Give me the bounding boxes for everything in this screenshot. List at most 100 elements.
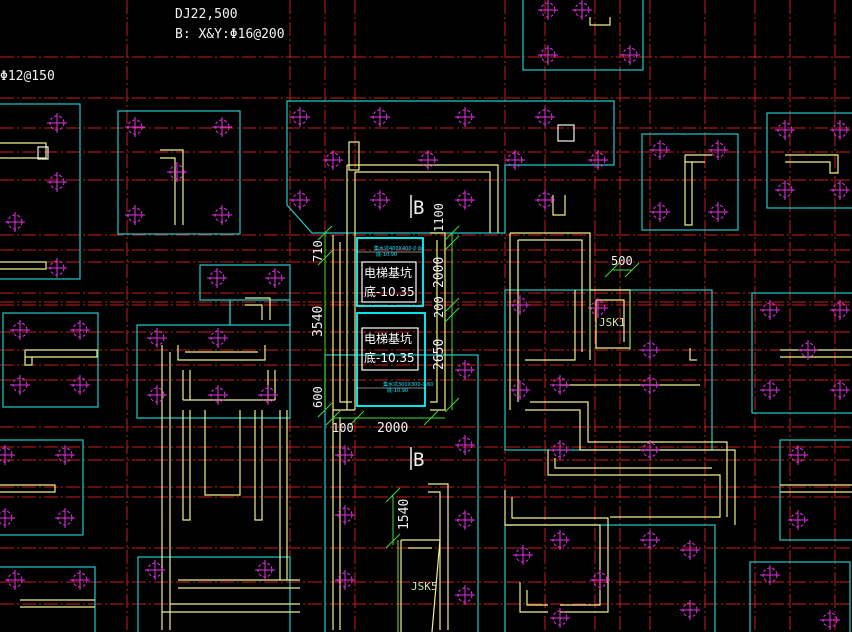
left-rebar-label: Φ12@150 [0, 69, 55, 84]
pile-symbol [455, 107, 475, 127]
cap-upper-left-2 [117, 110, 241, 235]
cap-right-1 [641, 133, 739, 231]
pile-symbol [335, 570, 355, 590]
pile-symbol [55, 508, 75, 528]
pile-symbol [538, 0, 558, 20]
cap-right-mid [504, 289, 713, 451]
pit-2-name: 电梯基坑 [364, 331, 412, 346]
pile-symbol [212, 205, 232, 225]
pile-symbol [550, 440, 570, 460]
dim-710: 710 [311, 240, 325, 262]
pile-symbol [640, 340, 660, 360]
pile-symbol [335, 445, 355, 465]
cap-top-right [522, 0, 644, 71]
dim-100: 100 [332, 421, 354, 435]
pile-symbol [550, 530, 570, 550]
dimension-lines [317, 225, 640, 632]
pile-symbol [455, 585, 475, 605]
pile-symbol [10, 320, 30, 340]
pile-symbol [5, 212, 25, 232]
pile-symbol [125, 117, 145, 137]
pile-symbol [775, 120, 795, 140]
pile-symbol [70, 570, 90, 590]
pile-symbol [510, 380, 530, 400]
pile-symbol [788, 445, 808, 465]
dim-1540: 1540 [397, 499, 412, 530]
pile-symbol [47, 258, 67, 278]
pile-symbol [370, 190, 390, 210]
cap-core-lower [324, 354, 479, 632]
pile-symbol [207, 268, 227, 288]
pile-symbol [455, 510, 475, 530]
pit-outline-top [356, 237, 424, 307]
pile-symbol [640, 440, 660, 460]
pile-symbol [798, 340, 818, 360]
cap-right-low [779, 439, 852, 541]
pile-symbol [323, 150, 343, 170]
pile-symbol [70, 320, 90, 340]
pile-symbol [550, 375, 570, 395]
pile-symbol [370, 107, 390, 127]
cap-upper-left [0, 103, 81, 280]
pile-symbol [145, 560, 165, 580]
pile-symbol [830, 380, 850, 400]
pile-symbol [455, 360, 475, 380]
pile-symbol [760, 380, 780, 400]
pile-symbol [708, 140, 728, 160]
pile-symbol [680, 600, 700, 620]
pile-symbol [830, 300, 850, 320]
pile-symbol [147, 385, 167, 405]
wall-lines [0, 17, 852, 632]
pit-inner-boxes [361, 261, 419, 371]
pile-symbol [588, 298, 608, 318]
dim-1100: 1100 [432, 203, 446, 232]
pit-2-note-b: 底-10.90 [387, 387, 408, 394]
pit-2-box [361, 327, 419, 371]
dim-2000-v: 2000 [432, 257, 447, 288]
jsk1-label: JSK1 [599, 316, 626, 329]
cap-left-low [0, 439, 84, 536]
pile-symbol [760, 300, 780, 320]
pile-symbol [418, 150, 438, 170]
pile-symbol [290, 190, 310, 210]
pile-symbol [258, 385, 278, 405]
pile-symbol [208, 385, 228, 405]
pile-symbol [590, 570, 610, 590]
cap-far-right [751, 292, 852, 414]
pile-symbol [760, 565, 780, 585]
pile-symbol [550, 608, 570, 628]
cap-left-bottom [0, 566, 96, 632]
pile-symbol [255, 560, 275, 580]
pit-1-name: 电梯基坑 [364, 265, 412, 280]
dim-2000-h: 2000 [377, 421, 408, 436]
pile-symbol [788, 510, 808, 530]
text-layer: DJ22,500 B: X&Y:Φ16@200 Φ12@150 B B 3540… [0, 7, 633, 593]
pile-symbol [650, 140, 670, 160]
pit-2-note-a: 集水坑300X300-0.60 [383, 381, 433, 388]
pile-symbol [47, 113, 67, 133]
pile-symbol [588, 150, 608, 170]
cap-mid-left [199, 264, 291, 326]
pile-symbol [70, 375, 90, 395]
dim-2650: 2650 [432, 339, 447, 370]
pile-symbol [47, 172, 67, 192]
pile-symbol [510, 295, 530, 315]
pile-symbol [0, 508, 15, 528]
pile-symbol [513, 545, 533, 565]
pile-symbol [572, 0, 592, 20]
header-title: DJ22,500 [175, 7, 238, 22]
pile-symbol [212, 117, 232, 137]
cap-left-bottom-2 [137, 556, 291, 632]
pile-symbol [680, 540, 700, 560]
jsk5-label: JSK5 [411, 580, 438, 593]
pile-symbol [775, 180, 795, 200]
pit-2-depth: 底-10.35 [364, 350, 415, 365]
pile-symbol [535, 190, 555, 210]
cap-big-left [136, 299, 291, 419]
section-mark-top: B [413, 197, 424, 219]
pile-symbol [10, 375, 30, 395]
pile-symbol [335, 505, 355, 525]
